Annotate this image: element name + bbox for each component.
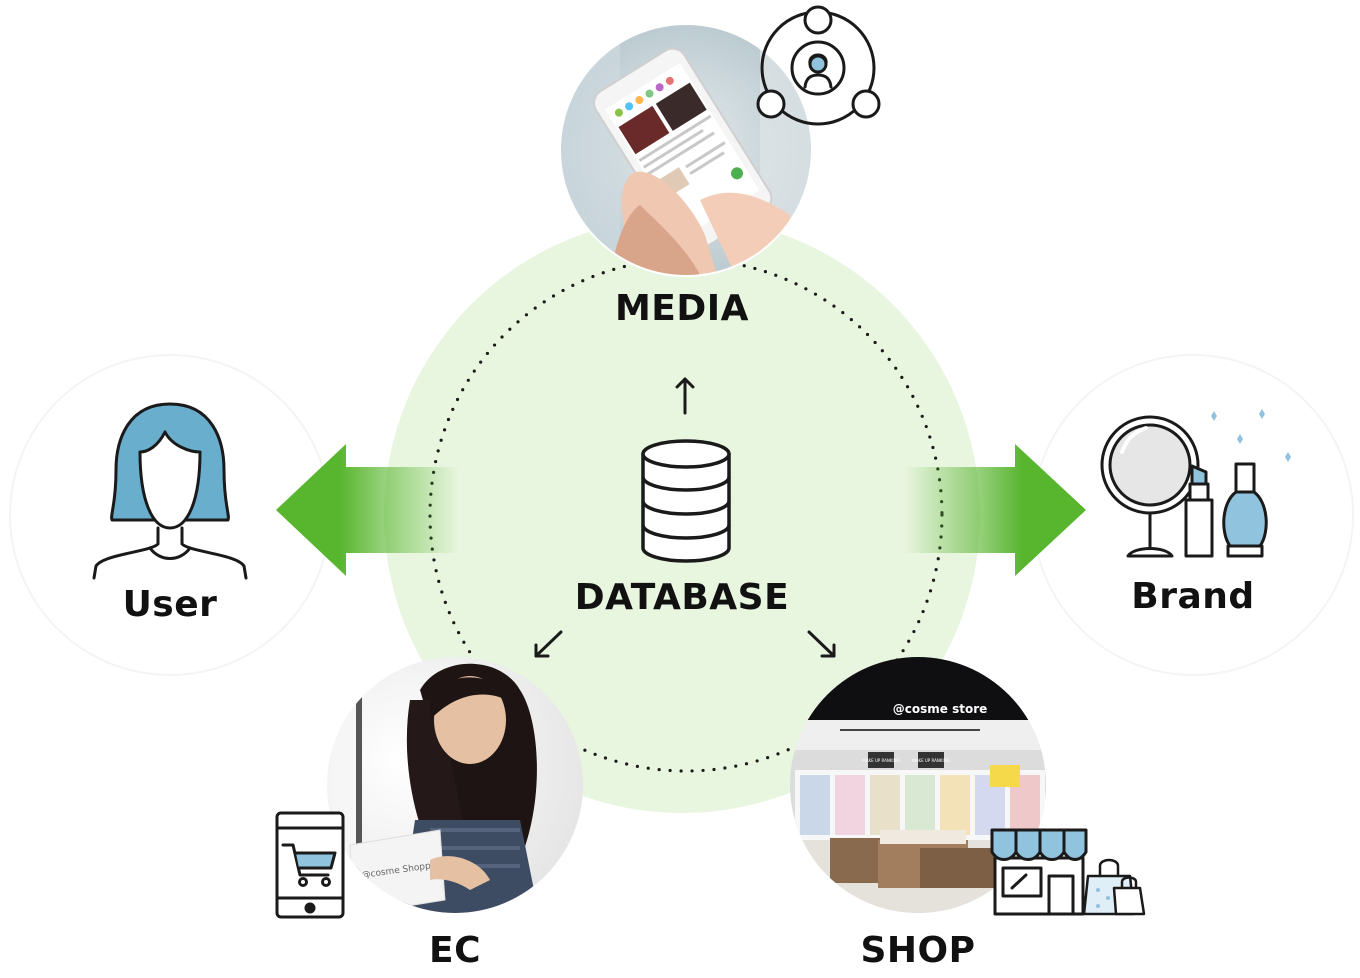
shelf-sign-1: MAKE UP RANKING xyxy=(862,758,899,763)
arrow-to-user xyxy=(276,444,458,576)
cosmetics-mirror-icon xyxy=(1100,415,1268,558)
shopping-bag-icon xyxy=(1082,858,1146,916)
database-icon xyxy=(641,439,731,563)
user-woman-icon xyxy=(92,402,248,580)
brand-label: Brand xyxy=(1131,576,1255,617)
arrow-database-to-shop xyxy=(807,630,836,658)
database-label: DATABASE xyxy=(574,577,790,618)
shelf-sign-2: MAKE UP RANKING xyxy=(912,758,949,763)
arrow-to-brand xyxy=(905,444,1086,576)
shop-sign-text: @cosme store xyxy=(893,702,988,716)
sparkle-icon xyxy=(1211,409,1291,462)
mobile-shopping-cart-icon xyxy=(275,811,345,919)
user-label: User xyxy=(122,584,218,625)
arrow-database-to-ec xyxy=(534,630,563,658)
storefront-icon xyxy=(990,828,1088,916)
media-photo-frame xyxy=(559,23,813,277)
community-network-icon xyxy=(756,5,881,126)
media-label: MEDIA xyxy=(614,288,750,329)
ec-label: EC xyxy=(428,930,482,971)
shop-label: SHOP xyxy=(860,930,976,971)
ec-photo: @cosme Shopping xyxy=(327,657,583,913)
arrow-database-to-media xyxy=(675,377,695,415)
